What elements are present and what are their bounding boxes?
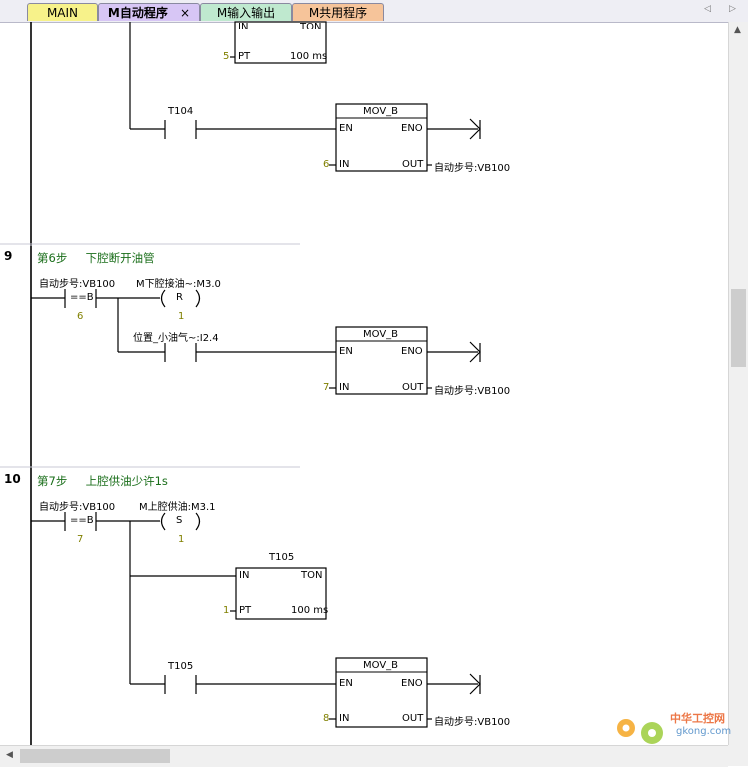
coil-count[interactable]: 1 (178, 534, 185, 545)
mov-title: MOV_B (363, 329, 399, 340)
timer-address[interactable]: T105 (269, 552, 295, 563)
mov-title: MOV_B (363, 660, 399, 671)
contact-address[interactable]: 位置_小油气~:I2.4 (133, 333, 219, 344)
compare-value[interactable]: 7 (77, 534, 84, 545)
vertical-scroll-thumb[interactable] (731, 289, 746, 367)
gkong-watermark: 中华工控网 gkong.com (612, 706, 742, 746)
vertical-scrollbar[interactable]: ▲ (728, 22, 748, 745)
close-tab-icon[interactable]: × (180, 6, 191, 20)
mov-out-address[interactable]: 自动步号:VB100 (434, 717, 511, 728)
ton-unit-label: 100 ms (290, 51, 328, 62)
mov-out-address[interactable]: 自动步号:VB100 (434, 163, 511, 174)
network-comment[interactable]: 第6步 下腔断开油管 (37, 251, 155, 265)
compare-operator: ==B (70, 515, 94, 526)
tab-label: M自动程序 (107, 6, 168, 20)
horizontal-scroll-thumb[interactable] (20, 749, 170, 763)
gear-logo-icon (617, 719, 663, 744)
ton-type-label: TON (300, 22, 322, 29)
network-comment[interactable]: 第7步 上腔供油少许1s (37, 474, 168, 488)
mov-in-label: IN (339, 159, 350, 170)
ton-in-label: IN (239, 570, 250, 581)
mov-out-label: OUT (402, 713, 424, 724)
horizontal-scrollbar[interactable]: ◀ (0, 745, 728, 767)
mov-out-label: OUT (402, 382, 424, 393)
ton-unit-label: 100 ms (291, 605, 329, 616)
contact-address[interactable]: T104 (168, 106, 194, 117)
mov-in-label: IN (339, 713, 350, 724)
mov-en-label: EN (339, 346, 353, 357)
mov-eno-label: ENO (401, 346, 423, 357)
coil-set-type: S (176, 515, 183, 526)
coil-count[interactable]: 1 (178, 311, 185, 322)
mov-out-label: OUT (402, 159, 424, 170)
network-number[interactable]: 10 (4, 472, 21, 486)
network-number[interactable]: 9 (4, 249, 13, 263)
mov-en-label: EN (339, 678, 353, 689)
ton-pt-label: PT (239, 605, 252, 616)
scroll-left-icon[interactable]: ◀ (6, 750, 13, 760)
mov-out-address[interactable]: 自动步号:VB100 (434, 386, 511, 397)
scrollbar-corner (728, 745, 748, 766)
compare-address[interactable]: 自动步号:VB100 (39, 279, 116, 290)
mov-in-value[interactable]: 6 (323, 159, 330, 170)
mov-in-value[interactable]: 7 (323, 382, 330, 393)
ton-pt-label: PT (238, 51, 251, 62)
ton-pt-value[interactable]: 1 (223, 605, 230, 616)
watermark-name: 中华工控网 (670, 712, 725, 725)
mov-en-label: EN (339, 123, 353, 134)
tab-main[interactable]: MAIN (27, 3, 98, 21)
coil-address[interactable]: M上腔供油:M3.1 (139, 502, 216, 513)
ton-pt-value[interactable]: 5 (223, 51, 230, 62)
mov-in-value[interactable]: 8 (323, 713, 330, 724)
coil-address[interactable]: M下腔接油~:M3.0 (136, 279, 221, 290)
tab-auto-program[interactable]: M自动程序 × (98, 3, 200, 21)
tab-io[interactable]: M输入输出 (200, 3, 292, 21)
contact-address[interactable]: T105 (168, 661, 194, 672)
mov-in-label: IN (339, 382, 350, 393)
mov-title: MOV_B (363, 106, 399, 117)
tab-common[interactable]: M共用程序 (292, 3, 384, 21)
tab-scroll-right-icon[interactable]: ▷ (729, 4, 736, 14)
coil-reset-type: R (176, 292, 183, 303)
compare-address[interactable]: 自动步号:VB100 (39, 502, 116, 513)
scroll-up-icon[interactable]: ▲ (734, 25, 741, 35)
mov-eno-label: ENO (401, 678, 423, 689)
ton-in-label: IN (238, 22, 249, 29)
ton-type-label: TON (301, 570, 323, 581)
watermark-url: gkong.com (676, 726, 732, 737)
editor-tab-bar: MAIN M自动程序 × M输入输出 M共用程序 ◁ ▷ (0, 0, 748, 23)
tab-scroll-left-icon[interactable]: ◁ (704, 4, 711, 14)
compare-operator: ==B (70, 292, 94, 303)
mov-eno-label: ENO (401, 123, 423, 134)
compare-value[interactable]: 6 (77, 311, 84, 322)
